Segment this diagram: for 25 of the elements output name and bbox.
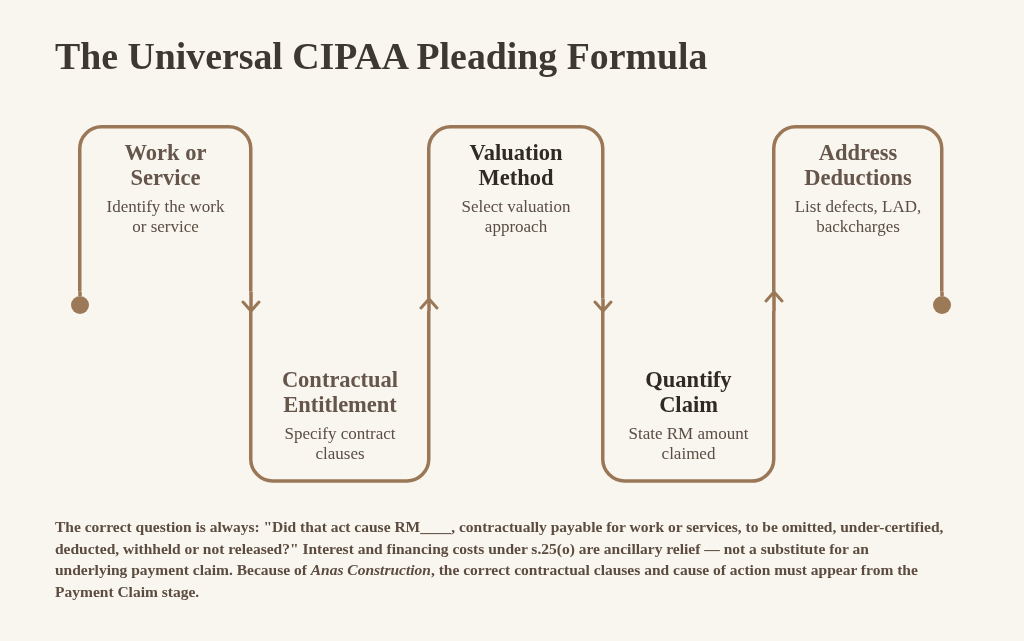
- step-description: Identify the work or service: [105, 197, 226, 237]
- step-description: List defects, LAD, backcharges: [793, 197, 923, 237]
- connector-line: [78, 292, 82, 296]
- flow-arrow: [764, 290, 784, 311]
- footnote-paragraph: The correct question is always: "Did that act cause RM____, contractually payable for work or services, to be omitted, under-certified, deducted, withheld or not released?" Interest and financing costs under s.25(o) are ancillary relief — not a substitute for an underlying payment claim. Because of Anas Construction, the correct contractual clauses and cause of action must appear from the Payment Claim stage.: [55, 517, 944, 602]
- step-title: Work or Service: [123, 140, 208, 190]
- step-frame: [78, 125, 253, 292]
- endpoint-dot: [933, 296, 951, 314]
- step-description: Specify contract clauses: [283, 424, 397, 464]
- step-title: Address Deductions: [803, 140, 913, 190]
- step-frame: [427, 125, 605, 299]
- step-frame: [601, 311, 776, 483]
- step-description: State RM amount claimed: [627, 424, 750, 464]
- connector-line: [940, 292, 944, 296]
- step-frame: [772, 125, 944, 292]
- step-description: Select valuation approach: [460, 197, 572, 237]
- step-frame: [249, 311, 431, 483]
- step-title: Valuation Method: [468, 140, 564, 190]
- flow-arrow: [241, 292, 261, 313]
- flow-arrow: [593, 299, 613, 313]
- step-title: Quantify Claim: [644, 367, 733, 417]
- diagram-title: The Universal CIPAA Pleading Formula: [55, 34, 708, 78]
- flow-arrow: [419, 297, 439, 311]
- step-title: Contractual Entitlement: [280, 367, 400, 417]
- endpoint-dot: [71, 296, 89, 314]
